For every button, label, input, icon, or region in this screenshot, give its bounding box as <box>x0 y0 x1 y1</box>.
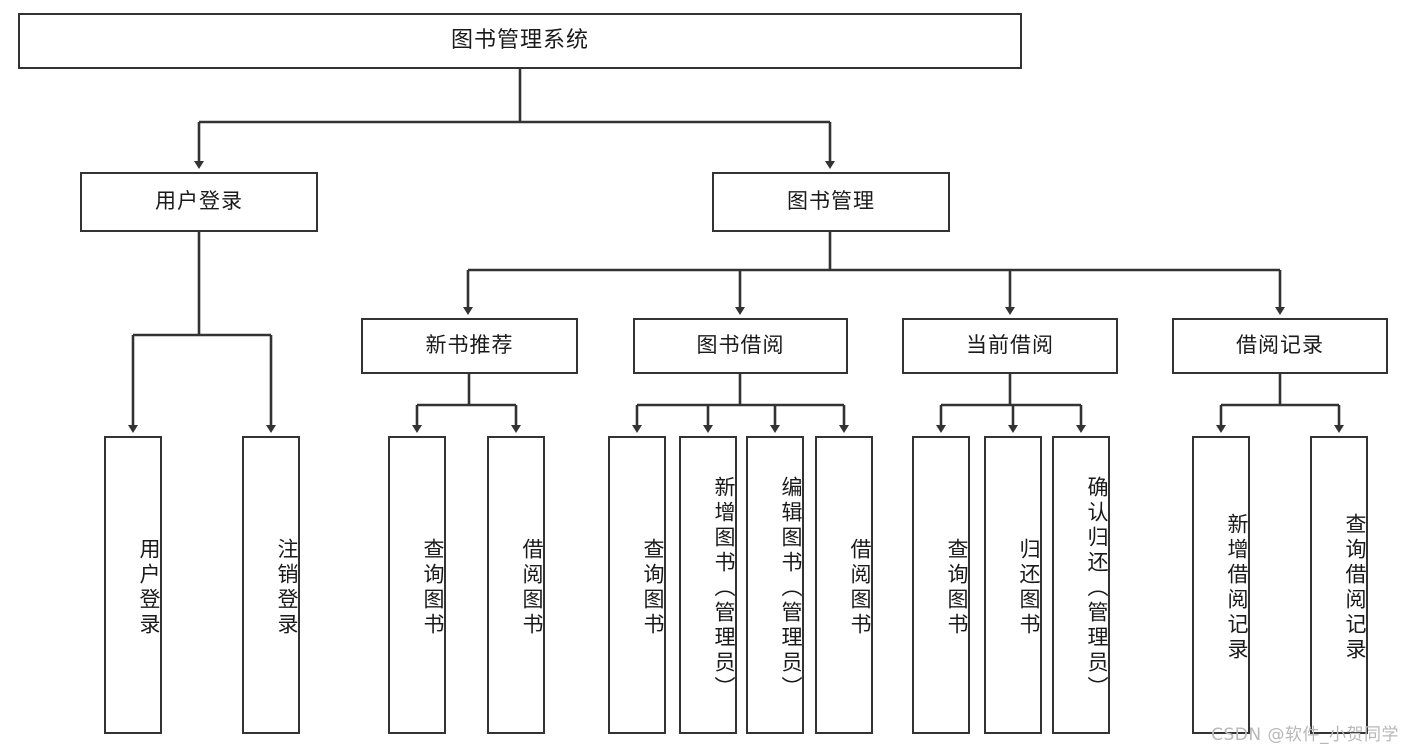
leaf-add-book-admin[interactable]: 新增图书（管理员） <box>679 436 737 734</box>
leaf-return-book[interactable]: 归还图书 <box>984 436 1042 734</box>
node-borrowing-records[interactable]: 借阅记录 <box>1172 318 1388 374</box>
watermark-credit: CSDN @软件_小贺同学 <box>1211 725 1399 745</box>
leaf-query-book-recommendation[interactable]: 查询图书 <box>388 436 446 734</box>
node-current-borrowing[interactable]: 当前借阅 <box>902 318 1118 374</box>
leaf-query-book-current[interactable]: 查询图书 <box>912 436 970 734</box>
leaf-borrow-book-recommendation[interactable]: 借阅图书 <box>487 436 545 734</box>
leaf-edit-book-admin[interactable]: 编辑图书（管理员） <box>746 436 804 734</box>
node-user-login[interactable]: 用户登录 <box>80 172 318 232</box>
node-root-system[interactable]: 图书管理系统 <box>18 13 1022 69</box>
leaf-confirm-return-admin[interactable]: 确认归还（管理员） <box>1052 436 1110 734</box>
leaf-query-book-borrowing[interactable]: 查询图书 <box>608 436 666 734</box>
node-book-management[interactable]: 图书管理 <box>712 172 950 232</box>
node-book-borrowing[interactable]: 图书借阅 <box>633 318 848 374</box>
leaf-query-borrowing-record[interactable]: 查询借阅记录 <box>1310 436 1368 734</box>
leaf-borrow-book-borrowing[interactable]: 借阅图书 <box>815 436 873 734</box>
leaf-logout[interactable]: 注销登录 <box>242 436 300 734</box>
leaf-user-login[interactable]: 用户登录 <box>104 436 162 734</box>
node-new-book-recommendation[interactable]: 新书推荐 <box>361 318 578 374</box>
leaf-add-borrowing-record[interactable]: 新增借阅记录 <box>1192 436 1250 734</box>
